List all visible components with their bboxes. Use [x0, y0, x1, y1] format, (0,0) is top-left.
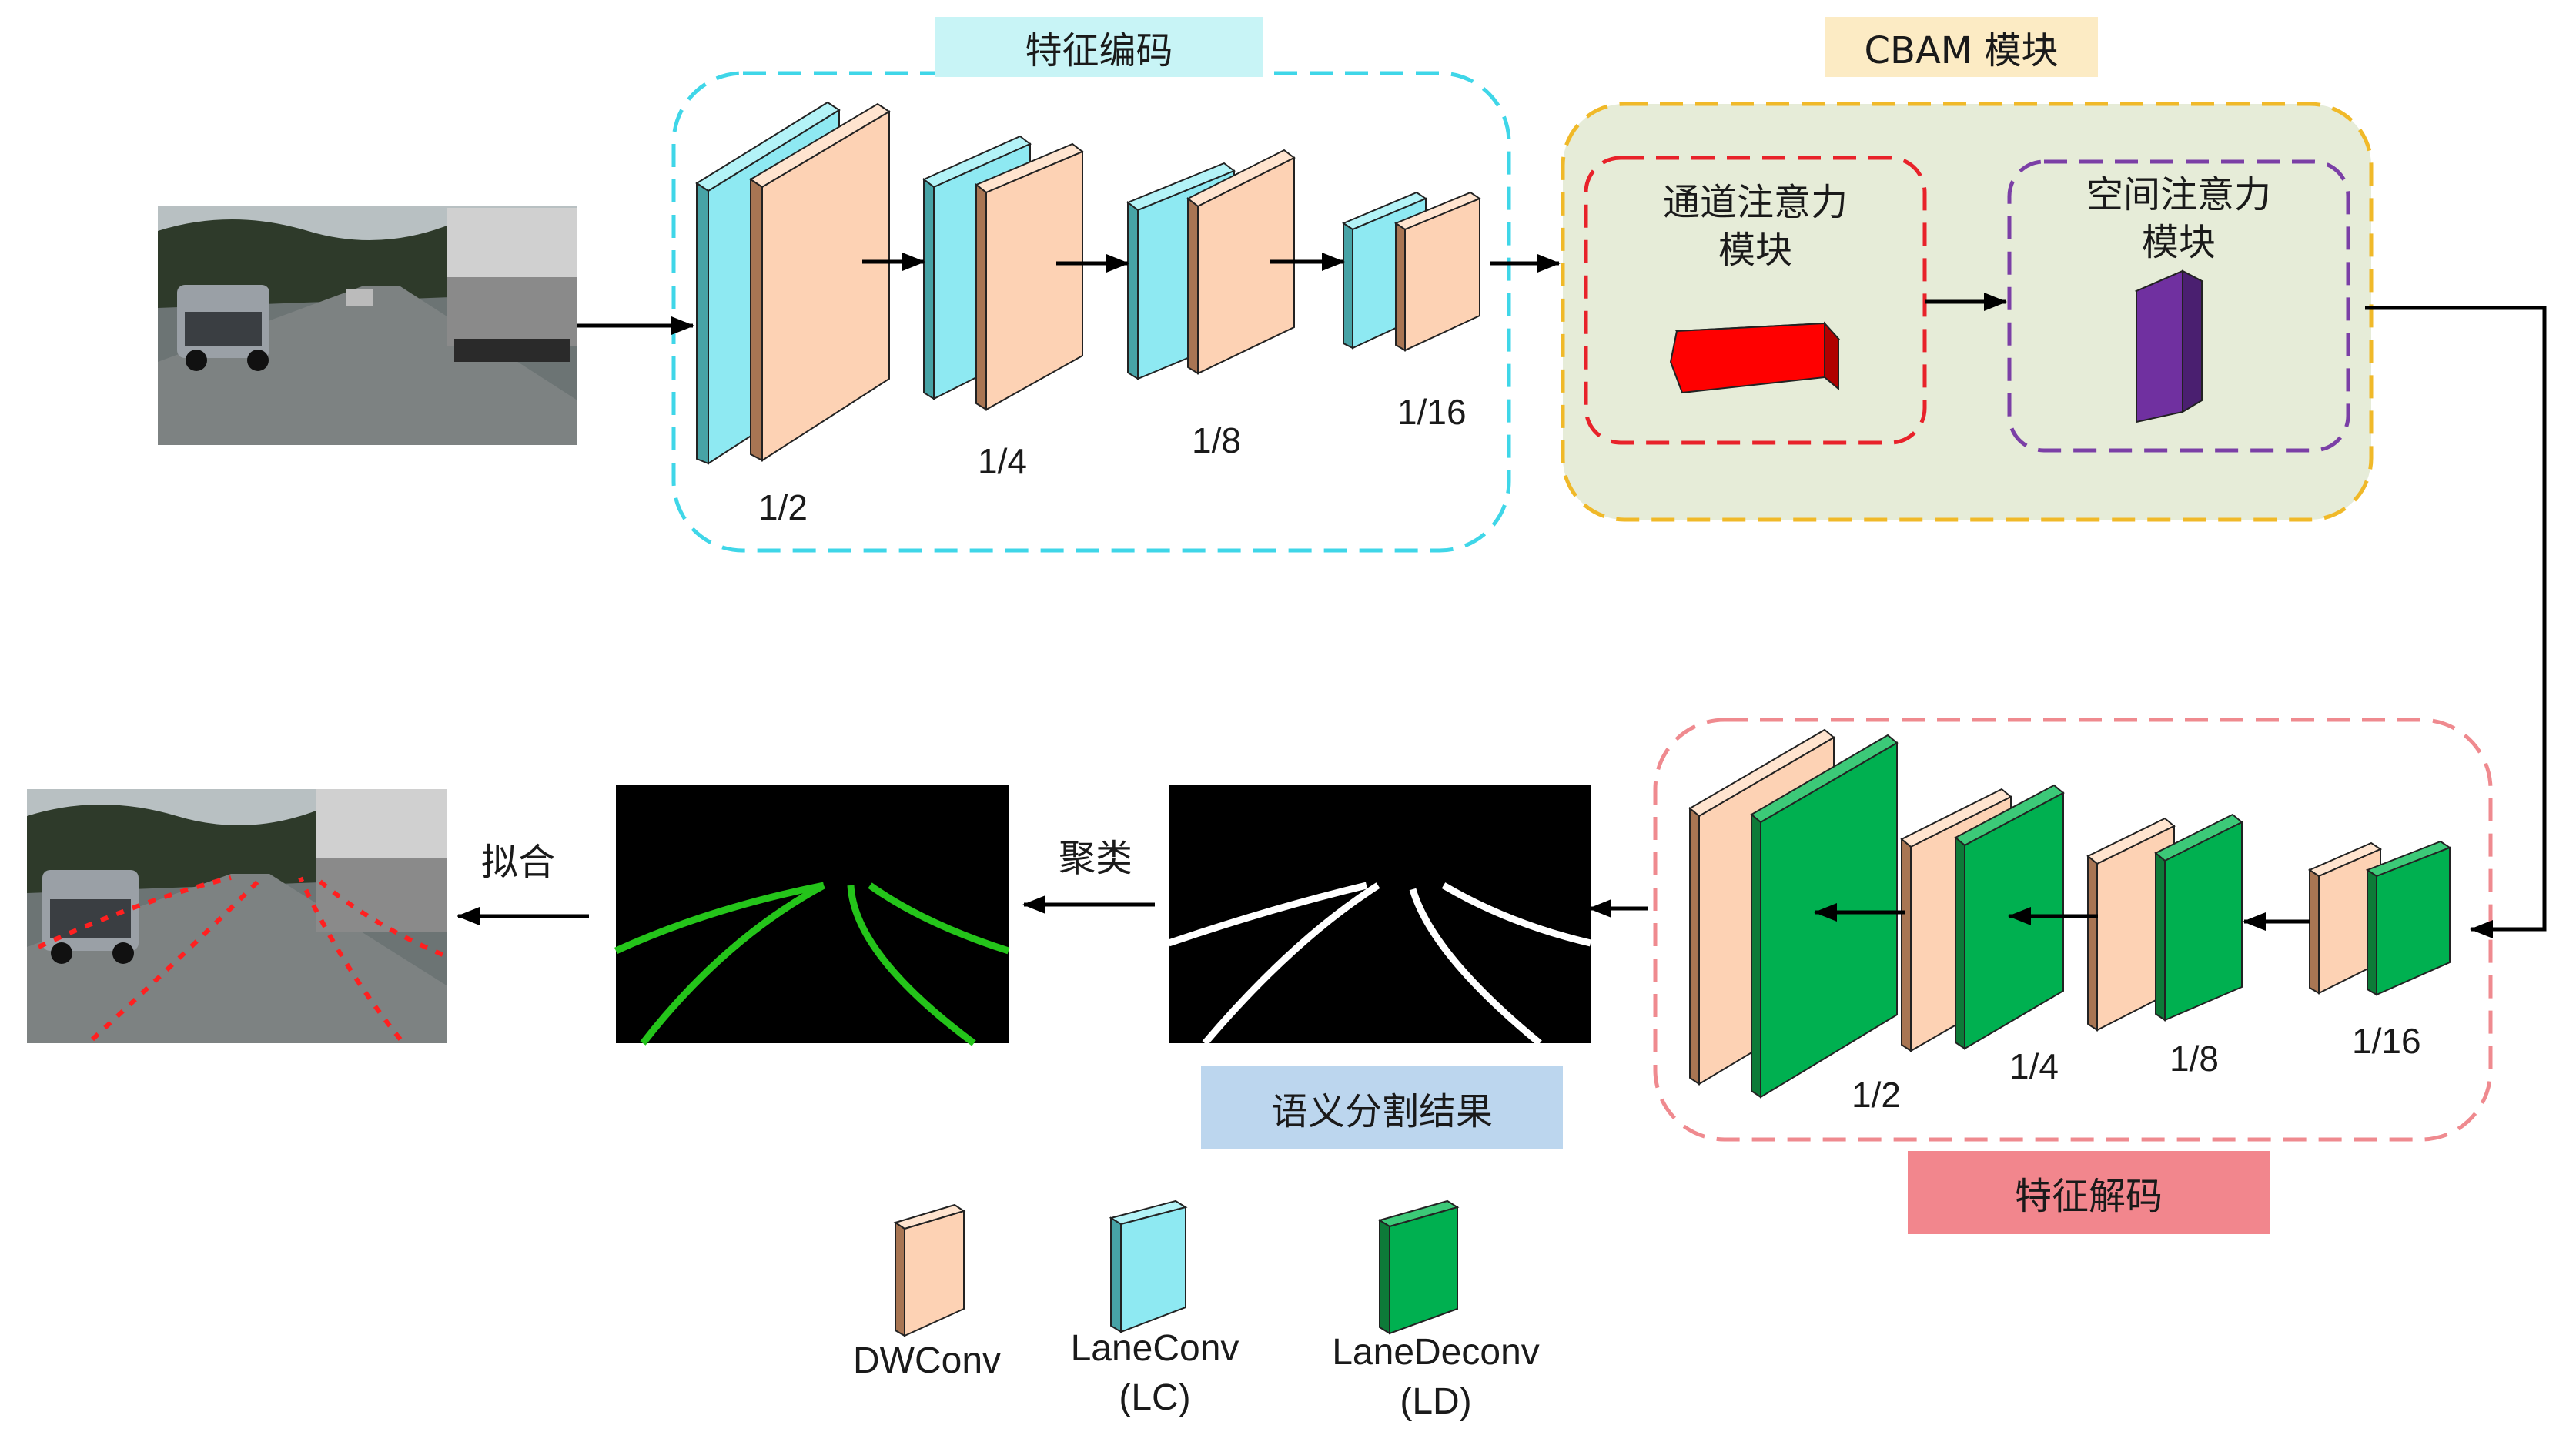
- cbam-title-text: CBAM 模块: [1864, 29, 2059, 72]
- encoder-scale-1-8: 1/8: [1192, 420, 1241, 460]
- clustering-label: 聚类: [1059, 837, 1133, 880]
- decoder-title: 特征解码: [1908, 1151, 2270, 1234]
- fitting-label: 拟合: [481, 841, 556, 884]
- encoder-group-box: [671, 71, 1511, 553]
- encoder-scale-1-4: 1/4: [978, 441, 1027, 481]
- spatial-attention-label: 空间注意力 模块: [2086, 173, 2271, 264]
- decoder-title-text: 特征解码: [2014, 1175, 2163, 1218]
- clustering-result-image: [614, 785, 1010, 1046]
- decoder-lanedeconv-1-8: [2154, 813, 2243, 1022]
- legend-lanedeconv-label: LaneDeconv (LD): [1332, 1332, 1540, 1422]
- spatial-attention-block: [2134, 269, 2204, 423]
- channel-attention-block: [1669, 321, 1841, 394]
- encoder-dwconv-1-4: [975, 142, 1084, 411]
- spatial-attention-box: [2007, 159, 2350, 453]
- legend-dwconv-block: [893, 1203, 966, 1337]
- decoder-group-box: [1653, 718, 2493, 1142]
- legend-dwconv-label: DWConv: [853, 1340, 1002, 1381]
- legend-laneconv-label: LaneConv (LC): [1070, 1328, 1239, 1418]
- encoder-dwconv-1-16: [1393, 191, 1482, 352]
- decoder-lanedeconv-1-16: [2365, 840, 2452, 996]
- encoder-scale-1-16: 1/16: [1397, 392, 1467, 432]
- decoder-scale-1-2: 1/2: [1852, 1075, 1901, 1115]
- seg-result-title: 语义分割结果: [1201, 1066, 1563, 1149]
- channel-attention-label: 通道注意力 模块: [1662, 181, 1848, 272]
- encoder-dwconv-1-2: [749, 102, 891, 462]
- legend-lanedeconv-block: [1377, 1199, 1460, 1335]
- decoder-scale-1-8: 1/8: [2170, 1039, 2219, 1079]
- encoder-title: 特征编码: [935, 17, 1263, 77]
- input-road-image: [158, 206, 577, 445]
- legend-laneconv-block: [1109, 1199, 1188, 1333]
- segmentation-result-image: [1167, 785, 1592, 1046]
- decoder-dwconv-1-16: [2307, 841, 2383, 995]
- fitting-result-image: [27, 789, 447, 1043]
- cbam-title: CBAM 模块: [1825, 17, 2098, 77]
- arrows: [457, 253, 2547, 938]
- decoder-scale-1-16: 1/16: [2352, 1021, 2421, 1061]
- seg-result-title-text: 语义分割结果: [1270, 1090, 1493, 1133]
- cbam-group-box: [1561, 102, 2374, 522]
- encoder-title-text: 特征编码: [1025, 29, 1173, 72]
- encoder-scale-1-2: 1/2: [758, 487, 808, 527]
- decoder-scale-1-4: 1/4: [2009, 1046, 2059, 1086]
- encoder-dwconv-1-8: [1186, 149, 1296, 375]
